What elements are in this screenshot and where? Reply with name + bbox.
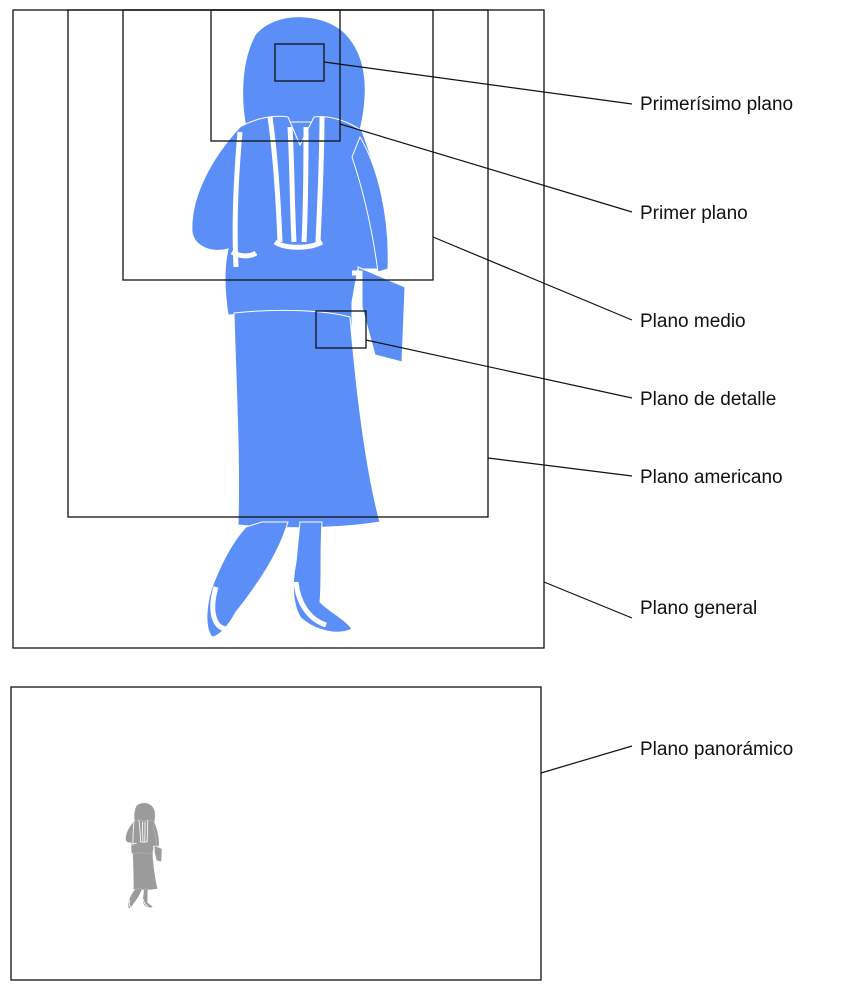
label-plano-medio: Plano medio xyxy=(640,311,746,332)
woman-silhouette-icon xyxy=(192,17,405,637)
label-plano-general: Plano general xyxy=(640,598,757,619)
leader-plano-panoramico xyxy=(540,745,633,774)
leader-primer-plano xyxy=(339,123,633,213)
woman-silhouette-icon xyxy=(125,803,163,909)
leader-plano-americano xyxy=(487,457,633,477)
frame-primer-plano xyxy=(210,9,341,142)
label-plano-americano: Plano americano xyxy=(640,467,783,488)
label-primer-plano: Primer plano xyxy=(640,203,748,224)
leader-plano-general xyxy=(543,581,633,619)
leader-primerisimo-plano xyxy=(323,61,633,105)
panoramic-composition: Plano panorámico xyxy=(10,686,793,981)
label-plano-panoramico: Plano panorámico xyxy=(640,739,793,760)
frame-plano-panoramico xyxy=(10,686,542,981)
leader-plano-de-detalle xyxy=(365,339,633,399)
label-primerisimo-plano: Primerísimo plano xyxy=(640,94,793,115)
main-composition: Primerísimo plano Primer plano Plano med… xyxy=(12,9,793,649)
label-plano-de-detalle: Plano de detalle xyxy=(640,389,776,410)
frame-plano-de-detalle xyxy=(315,310,367,349)
leader-plano-medio xyxy=(432,236,633,321)
